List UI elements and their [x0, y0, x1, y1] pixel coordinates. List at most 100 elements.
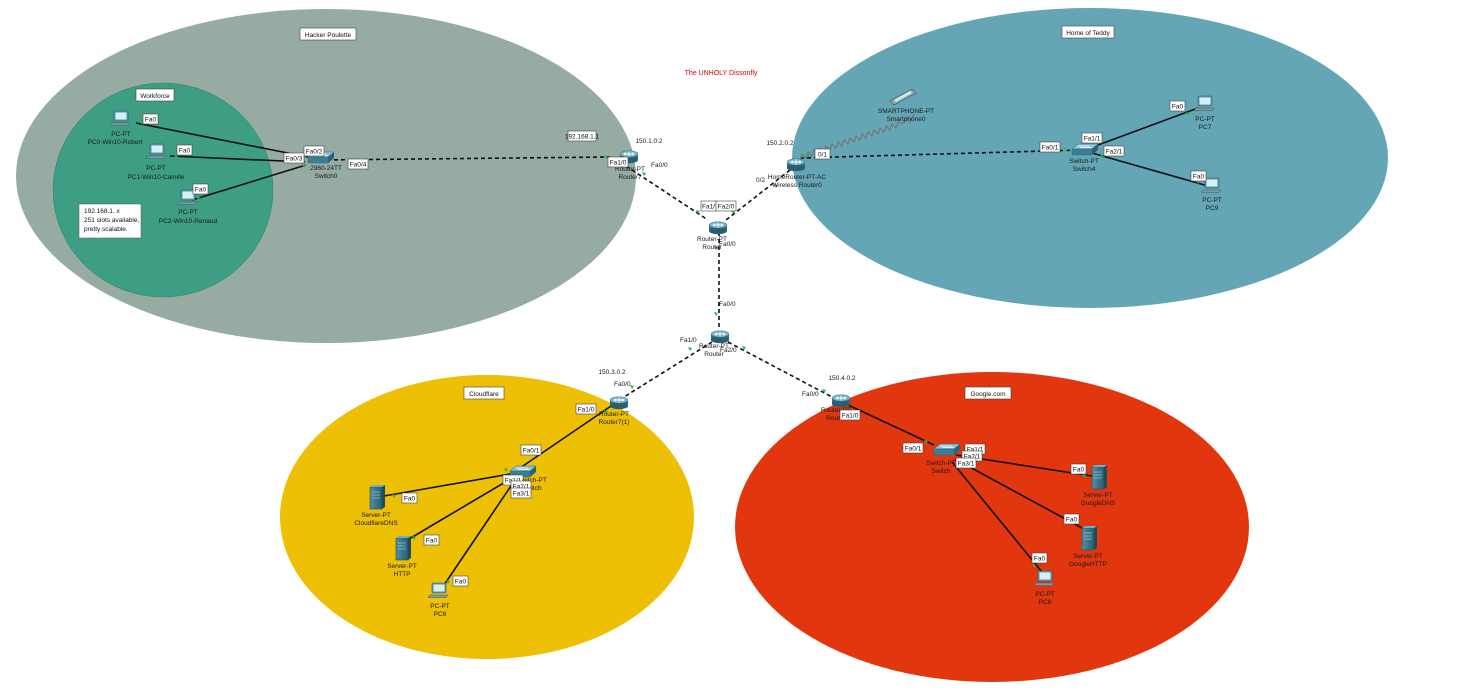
svg-text:Google.com: Google.com [970, 391, 1005, 398]
link-switch4-pc7 [1089, 107, 1199, 149]
svg-text:Fa1/0: Fa1/0 [578, 407, 595, 414]
device-google-router[interactable] [831, 394, 851, 408]
cf-dns-type: Server-PT [361, 512, 391, 519]
svg-text:Fa2/0: Fa2/0 [718, 204, 735, 211]
svg-text:Home of Teddy: Home of Teddy [1066, 30, 1110, 37]
status-up-marker [412, 536, 416, 540]
svg-text:Fa1/1: Fa1/1 [967, 447, 984, 454]
status-up-marker [714, 312, 718, 316]
svg-text:pretty scalable.: pretty scalable. [84, 226, 128, 233]
switch0-type: 2960-24TT [310, 165, 342, 172]
pc8-name: PC8 [1039, 599, 1052, 606]
pc2-type: PC-PT [178, 209, 198, 216]
router-icon [710, 330, 730, 344]
device-core-router-bottom[interactable] [710, 330, 730, 344]
router-icon [831, 394, 851, 408]
port-pc2-fa0: Fa0 [192, 183, 209, 195]
router7-ip: 150.1.0.2 [635, 138, 662, 145]
pc9-type: PC-PT [1202, 197, 1222, 204]
status-up-marker [604, 155, 608, 159]
svg-text:Fa3/1: Fa3/1 [958, 461, 975, 468]
port-sw0-fa03: Fa0/3 [283, 152, 305, 164]
g-switch-name: Switch [931, 468, 951, 475]
device-cloudflare-http[interactable] [395, 535, 412, 561]
svg-text:Fa1/1: Fa1/1 [1084, 136, 1101, 143]
zone-label-teddy: Home of Teddy [1061, 25, 1115, 39]
port-ghttp-fa0: Fa0 [1063, 513, 1080, 525]
port-core-fa1: Fa1/ [700, 200, 717, 212]
link-router71-cfswitch [519, 403, 615, 469]
smartphone-name: Smartphone0 [886, 116, 925, 123]
g-http-type: Server-PT [1073, 553, 1103, 560]
switch4-name: Switch4 [1073, 166, 1096, 173]
router71-name: Router7(1) [598, 419, 629, 426]
zone-home-of-teddy [792, 8, 1388, 308]
status-up-marker [822, 389, 826, 393]
port-cfsw-fa01: Fa0/1 [520, 444, 542, 456]
link-cfswitch-pc6 [441, 479, 516, 589]
port-sw4-fa01: Fa0/1 [1039, 141, 1061, 153]
port-coreb-fa10: Fa1/0 [680, 337, 697, 344]
pc0-name: PC0-Win10-Robert [88, 139, 143, 146]
server-icon [1091, 464, 1108, 490]
svg-text:251 slots available,: 251 slots available, [84, 217, 139, 224]
svg-text:0/1: 0/1 [818, 152, 827, 159]
router71-type: Router-PT [599, 411, 629, 418]
pc7-type: PC-PT [1195, 116, 1215, 123]
link-gswitch-ghttp [954, 458, 1083, 529]
port-r71-fa10: Fa1/0 [575, 403, 597, 415]
svg-text:Fa2/1: Fa2/1 [513, 484, 530, 491]
svg-text:Fa0/1: Fa0/1 [523, 448, 540, 455]
wrouter-ip: 150.2.0.2 [766, 140, 793, 147]
wrouter-type: HomeRouter-PT-AC [768, 174, 826, 181]
status-up-marker [924, 440, 928, 444]
link-wrouter-switch4 [799, 149, 1081, 159]
port-sw4-fa11: Fa1/1 [1081, 132, 1103, 144]
port-pc6-fa0: Fa0 [452, 575, 469, 587]
svg-text:Fa0: Fa0 [1073, 467, 1085, 474]
core-bottom-name: Router [704, 351, 724, 358]
link-switch4-pc9 [1091, 152, 1209, 187]
router7-type: Router-PT [615, 166, 645, 173]
zone-label-workforce: Workforce [135, 88, 175, 102]
cf-switch-name: Switch [522, 485, 542, 492]
link-cfswitch-cfhttp [403, 477, 513, 543]
link-pc1-switch0 [169, 155, 306, 163]
status-up-marker [714, 246, 718, 250]
svg-text:Fa1/: Fa1/ [702, 204, 715, 211]
link-pc2-switch0 [191, 164, 307, 201]
device-core-router-top[interactable] [708, 221, 728, 235]
port-r7-fa00: Fa0/0 [651, 162, 668, 169]
device-google-http[interactable] [1081, 525, 1098, 551]
link-core-router71 [623, 341, 713, 398]
pc7-name: PC7 [1199, 124, 1212, 131]
status-up-marker [630, 385, 634, 389]
switch0-name: Switch0 [315, 173, 338, 180]
device-cloudflare-dns[interactable] [369, 484, 386, 510]
zone-label-hacker: Hacker Poulette [299, 27, 357, 41]
port-gr-fa00: Fa0/0 [802, 391, 819, 398]
g-dns-type: Server-PT [1083, 492, 1113, 499]
g-router-ip: 150.4.0.2 [828, 375, 855, 382]
device-wireless-router0[interactable] [786, 158, 806, 172]
svg-text:192.168.1.1: 192.168.1.1 [565, 134, 600, 141]
link-pc0-switch0 [135, 122, 309, 158]
g-router-type: Router-PT [821, 407, 851, 414]
svg-text:Fa2/1: Fa2/1 [1106, 149, 1123, 156]
svg-text:Fa0: Fa0 [1172, 104, 1184, 111]
port-cfhttp-fa0: Fa0 [423, 534, 440, 546]
switch4-type: Switch-PT [1069, 158, 1099, 165]
svg-text:Fa0: Fa0 [426, 538, 438, 545]
port-r71-fa00: Fa0/0 [614, 381, 631, 388]
workforce-note: 192.168.1. x 251 slots available, pretty… [78, 203, 142, 239]
status-up-marker [774, 184, 778, 188]
svg-text:Fa0/3: Fa0/3 [286, 156, 303, 163]
svg-text:Hacker Poulette: Hacker Poulette [305, 32, 352, 39]
device-google-dns[interactable] [1091, 464, 1108, 490]
port-gdns-fa0: Fa0 [1070, 463, 1087, 475]
port-coreb-fa00: Fa0/0 [719, 301, 736, 308]
status-up-marker [1032, 564, 1036, 568]
svg-text:Fa0: Fa0 [404, 496, 416, 503]
port-pc8-fa0: Fa0 [1031, 552, 1048, 564]
device-router7-1[interactable] [609, 396, 629, 410]
